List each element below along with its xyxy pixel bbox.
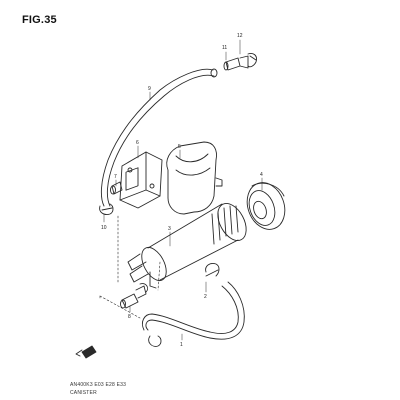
callout-9: 9 bbox=[148, 86, 151, 92]
hose-lower bbox=[141, 281, 245, 347]
callout-10: 10 bbox=[101, 225, 107, 231]
callout-labels: 11 12 9 6 5 7 4 3 10 8 2 1 bbox=[101, 33, 263, 348]
callout-1: 1 bbox=[180, 342, 183, 348]
figure-caption: CANISTER bbox=[70, 390, 97, 396]
cover-5 bbox=[166, 141, 223, 215]
clamp-10 bbox=[99, 203, 114, 215]
clamp-2 bbox=[205, 263, 220, 277]
cap-4 bbox=[246, 182, 286, 230]
callout-11: 11 bbox=[222, 45, 227, 51]
callout-7: 7 bbox=[114, 174, 117, 180]
bracket-6 bbox=[119, 151, 163, 209]
figure-title: FIG.35 bbox=[22, 14, 57, 26]
callout-2: 2 bbox=[204, 294, 207, 300]
callout-5: 5 bbox=[178, 144, 181, 150]
canister-3 bbox=[127, 203, 247, 289]
clamp-12 bbox=[247, 53, 257, 68]
callout-4: 4 bbox=[260, 172, 263, 178]
reference-lines bbox=[99, 213, 161, 319]
hose-upper bbox=[100, 68, 218, 207]
front-arrow-icon bbox=[75, 345, 97, 359]
model-code: AN400K3 E03 E28 E33 bbox=[70, 382, 127, 388]
callout-3: 3 bbox=[168, 226, 171, 232]
screw-7 bbox=[110, 181, 123, 195]
leader-lines bbox=[103, 39, 263, 341]
joint-8 bbox=[120, 283, 149, 309]
callout-8: 8 bbox=[128, 314, 131, 320]
joint-11 bbox=[223, 55, 249, 71]
callout-12: 12 bbox=[237, 33, 243, 39]
callout-6: 6 bbox=[136, 140, 139, 146]
